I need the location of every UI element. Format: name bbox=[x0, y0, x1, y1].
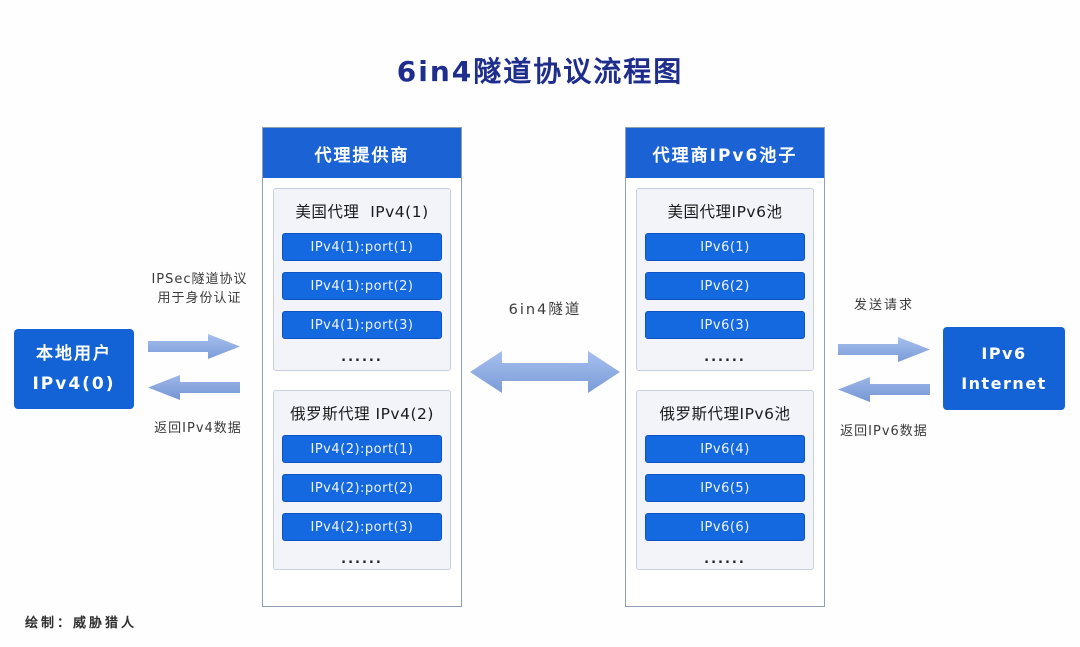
ellipsis: ...... bbox=[341, 552, 383, 567]
ellipsis: ...... bbox=[341, 350, 383, 365]
provider-group-russia: 俄罗斯代理 IPv4(2) IPv4(2):port(1) IPv4(2):po… bbox=[273, 390, 451, 570]
ipv6-pool-column: 代理商IPv6池子 美国代理IPv6池 IPv6(1) IPv6(2) IPv6… bbox=[625, 127, 825, 607]
ipv6-internet-line1: IPv6 bbox=[981, 343, 1027, 363]
pool-item: IPv6(5) bbox=[645, 474, 805, 502]
tunnel-label: 6in4隧道 bbox=[508, 302, 582, 318]
local-user-node: 本地用户 IPv4(0) bbox=[14, 329, 134, 409]
arrow-left-icon bbox=[148, 375, 240, 400]
pool-item: IPv6(4) bbox=[645, 435, 805, 463]
pool-item: IPv6(1) bbox=[645, 233, 805, 261]
credit-text: 绘制：威胁猎人 bbox=[25, 616, 138, 631]
ellipsis: ...... bbox=[704, 350, 746, 365]
pool-item: IPv4(1):port(1) bbox=[282, 233, 442, 261]
pool-item: IPv4(1):port(3) bbox=[282, 311, 442, 339]
return-ipv4-label: 返回IPv4数据 bbox=[154, 421, 242, 436]
page-title: 6in4隧道协议流程图 bbox=[396, 55, 684, 88]
pool-item: IPv6(3) bbox=[645, 311, 805, 339]
provider-column: 代理提供商 美国代理 IPv4(1) IPv4(1):port(1) IPv4(… bbox=[262, 127, 462, 607]
ipsec-label-line1: IPSec隧道协议 bbox=[151, 272, 248, 287]
pool-item: IPv6(6) bbox=[645, 513, 805, 541]
pool-group-us-title: 美国代理IPv6池 bbox=[667, 203, 783, 221]
provider-column-header: 代理提供商 bbox=[263, 128, 461, 178]
pool-item: IPv4(2):port(2) bbox=[282, 474, 442, 502]
provider-group-russia-title: 俄罗斯代理 IPv4(2) bbox=[290, 405, 434, 423]
ellipsis: ...... bbox=[704, 552, 746, 567]
ipv6-internet-line2: Internet bbox=[961, 373, 1047, 393]
pool-item: IPv4(2):port(3) bbox=[282, 513, 442, 541]
pool-item: IPv4(2):port(1) bbox=[282, 435, 442, 463]
pool-group-russia: 俄罗斯代理IPv6池 IPv6(4) IPv6(5) IPv6(6) .....… bbox=[636, 390, 814, 570]
ipsec-label: IPSec隧道协议 用于身份认证 bbox=[122, 270, 277, 308]
provider-group-us: 美国代理 IPv4(1) IPv4(1):port(1) IPv4(1):por… bbox=[273, 188, 451, 371]
arrow-left-icon bbox=[838, 377, 930, 402]
ipsec-label-line2: 用于身份认证 bbox=[157, 291, 242, 306]
local-user-line1: 本地用户 bbox=[36, 344, 112, 364]
pool-item: IPv6(2) bbox=[645, 272, 805, 300]
pool-group-us: 美国代理IPv6池 IPv6(1) IPv6(2) IPv6(3) ...... bbox=[636, 188, 814, 371]
return-ipv6-label: 返回IPv6数据 bbox=[840, 424, 928, 439]
arrow-right-icon bbox=[148, 334, 240, 359]
pool-item: IPv4(1):port(2) bbox=[282, 272, 442, 300]
pool-group-russia-title: 俄罗斯代理IPv6池 bbox=[659, 405, 791, 423]
ipv6-pool-column-header: 代理商IPv6池子 bbox=[626, 128, 824, 178]
provider-group-us-title: 美国代理 IPv4(1) bbox=[295, 203, 429, 221]
send-request-label: 发送请求 bbox=[853, 298, 914, 313]
arrow-right-icon bbox=[838, 337, 930, 362]
ipv6-internet-node: IPv6 Internet bbox=[943, 327, 1065, 410]
arrow-double-icon bbox=[470, 351, 620, 393]
local-user-line2: IPv4(0) bbox=[32, 374, 116, 394]
